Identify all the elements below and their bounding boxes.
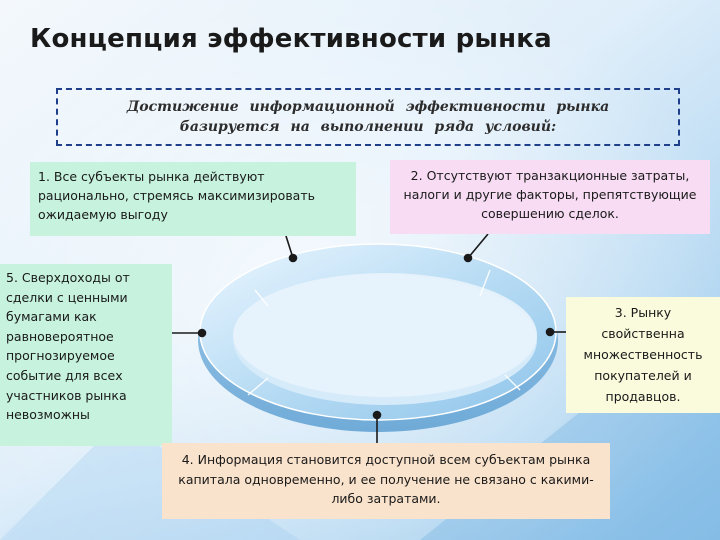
condition-box-1: 1. Все субъекты рынка действуют рационал… — [30, 162, 356, 236]
subtitle-box: Достижение информационной эффективности … — [56, 88, 680, 146]
condition-box-3: 3. Рынку свойственна множественность пок… — [566, 297, 720, 413]
condition-box-2: 2. Отсутствуют транзакционные затраты, н… — [390, 160, 710, 234]
page-title: Концепция эффективности рынка — [30, 24, 552, 54]
condition-box-4: 4. Информация становится доступной всем … — [162, 443, 610, 519]
condition-box-5: 5. Сверхдоходы от сделки с ценными бумаг… — [0, 264, 172, 446]
subtitle-line-2: базируется на выполнении ряда условий: — [179, 119, 557, 135]
subtitle-line-1: Достижение информационной эффективности … — [126, 99, 610, 115]
